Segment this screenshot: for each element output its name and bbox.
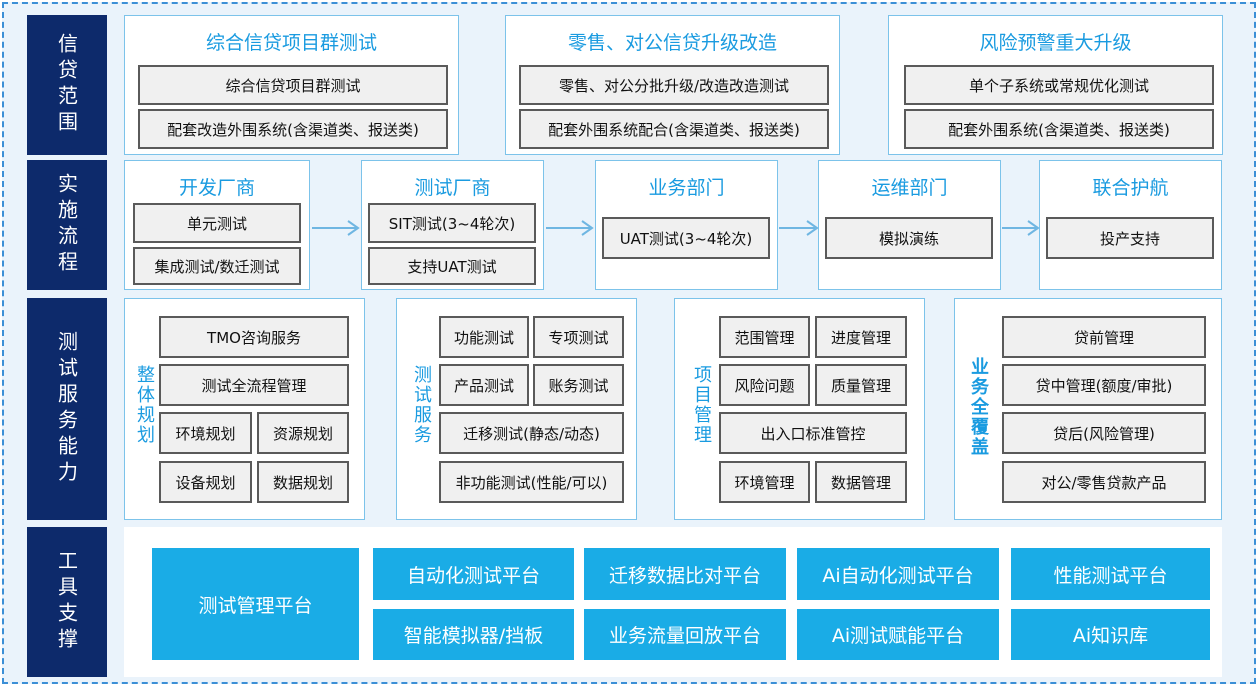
tool-ai-automation-platform: Ai自动化测试平台 — [797, 548, 999, 600]
capability-overall-item-5: 设备规划 — [159, 461, 252, 503]
capability-overall-item-6: 数据规划 — [257, 461, 349, 503]
capability-business-item-4: 对公/零售贷款产品 — [1002, 461, 1206, 503]
capability-project-item-1: 范围管理 — [719, 316, 810, 358]
capability-project-item-3: 风险问题 — [719, 364, 810, 406]
capability-business-title: 业务全覆盖 — [968, 357, 989, 457]
tool-ai-knowledge-base: Ai知识库 — [1011, 609, 1210, 660]
side-label-scope: 信贷范围 — [27, 15, 107, 155]
capability-service-item-4: 账务测试 — [533, 364, 624, 406]
tool-performance-platform: 性能测试平台 — [1011, 548, 1210, 600]
process-step-2-item-2: 支持UAT测试 — [368, 247, 536, 285]
scope-card-1: 综合信贷项目群测试 综合信贷项目群测试 配套改造外围系统(含渠道类、报送类) — [124, 15, 459, 155]
capability-project-item-5: 出入口标准管控 — [719, 412, 907, 454]
side-text-tools: 工具支撑 — [54, 550, 79, 654]
tool-migration-compare-platform: 迁移数据比对平台 — [584, 548, 786, 600]
process-step-3: 业务部门 UAT测试(3~4轮次) — [595, 160, 778, 290]
capability-business-item-2: 贷中管理(额度/审批) — [1002, 364, 1206, 406]
capability-overall-item-4: 资源规划 — [257, 412, 349, 454]
scope-card-1-item-2: 配套改造外围系统(含渠道类、报送类) — [138, 109, 448, 149]
process-step-4-title: 运维部门 — [871, 177, 948, 199]
capability-overall-item-1: TMO咨询服务 — [159, 316, 349, 358]
scope-card-3-item-1: 单个子系统或常规优化测试 — [904, 65, 1214, 105]
capability-service-item-1: 功能测试 — [439, 316, 529, 358]
scope-card-2-title: 零售、对公信贷升级改造 — [567, 32, 777, 54]
process-step-2-item-1: SIT测试(3~4轮次) — [368, 203, 536, 243]
tool-ai-enablement-platform: Ai测试赋能平台 — [797, 609, 999, 660]
capability-service-title: 测试服务 — [411, 365, 432, 445]
process-step-1: 开发厂商 单元测试 集成测试/数迁测试 — [124, 160, 310, 290]
process-step-4-item-1: 模拟演练 — [825, 217, 993, 259]
flow-arrow-2 — [546, 220, 594, 236]
capability-project-item-6: 环境管理 — [719, 461, 810, 503]
scope-card-3-title: 风险预警重大升级 — [979, 32, 1132, 54]
capability-service-item-3: 产品测试 — [439, 364, 529, 406]
process-step-1-item-1: 单元测试 — [133, 203, 301, 243]
side-text-capability: 测试服务能力 — [54, 331, 79, 487]
side-label-tools: 工具支撑 — [27, 527, 107, 677]
process-step-2-title: 测试厂商 — [414, 177, 491, 199]
capability-business-item-3: 贷后(风险管理) — [1002, 412, 1206, 454]
process-step-4: 运维部门 模拟演练 — [818, 160, 1001, 290]
capability-service: 测试服务 功能测试 专项测试 产品测试 账务测试 迁移测试(静态/动态) 非功能… — [396, 298, 637, 520]
capability-service-item-5: 迁移测试(静态/动态) — [439, 412, 624, 454]
capability-business-item-1: 贷前管理 — [1002, 316, 1206, 358]
tool-traffic-replay-platform: 业务流量回放平台 — [584, 609, 786, 660]
capability-project-item-4: 质量管理 — [815, 364, 907, 406]
scope-card-2-item-1: 零售、对公分批升级/改造改造测试 — [519, 65, 829, 105]
capability-overall-item-3: 环境规划 — [159, 412, 252, 454]
scope-card-1-title: 综合信贷项目群测试 — [205, 32, 377, 54]
side-label-capability: 测试服务能力 — [27, 298, 107, 520]
capability-service-item-6: 非功能测试(性能/可以) — [439, 461, 624, 503]
capability-overall-title: 整体规划 — [134, 365, 155, 445]
side-text-scope: 信贷范围 — [54, 33, 79, 137]
process-step-3-title: 业务部门 — [648, 177, 725, 199]
capability-overall-item-2: 测试全流程管理 — [159, 364, 349, 406]
process-step-5-title: 联合护航 — [1092, 177, 1169, 199]
process-step-1-title: 开发厂商 — [178, 177, 255, 199]
capability-project-item-7: 数据管理 — [815, 461, 907, 503]
tool-automation-platform: 自动化测试平台 — [373, 548, 574, 600]
capability-service-item-2: 专项测试 — [533, 316, 624, 358]
process-step-5: 联合护航 投产支持 — [1039, 160, 1222, 290]
capability-project-item-2: 进度管理 — [815, 316, 907, 358]
flow-arrow-4 — [1002, 220, 1040, 236]
tool-simulator-baffle: 智能模拟器/挡板 — [373, 609, 574, 660]
process-step-3-item-1: UAT测试(3~4轮次) — [602, 217, 770, 259]
process-step-1-item-2: 集成测试/数迁测试 — [133, 247, 301, 285]
process-step-2: 测试厂商 SIT测试(3~4轮次) 支持UAT测试 — [361, 160, 544, 290]
capability-project-title: 项目管理 — [691, 365, 712, 445]
side-label-process: 实施流程 — [27, 160, 107, 290]
scope-card-2: 零售、对公信贷升级改造 零售、对公分批升级/改造改造测试 配套外围系统配合(含渠… — [505, 15, 840, 155]
flow-arrow-1 — [312, 220, 360, 236]
capability-business: 业务全覆盖 贷前管理 贷中管理(额度/审批) 贷后(风险管理) 对公/零售贷款产… — [954, 298, 1222, 520]
side-text-process: 实施流程 — [54, 173, 79, 277]
scope-card-2-item-2: 配套外围系统配合(含渠道类、报送类) — [519, 109, 829, 149]
scope-card-3-item-2: 配套外围系统(含渠道类、报送类) — [904, 109, 1214, 149]
flow-arrow-3 — [779, 220, 819, 236]
process-step-5-item-1: 投产支持 — [1046, 217, 1214, 259]
tool-test-management-platform: 测试管理平台 — [152, 548, 359, 660]
capability-overall: 整体规划 TMO咨询服务 测试全流程管理 环境规划 资源规划 设备规划 数据规划 — [124, 298, 365, 520]
scope-card-3: 风险预警重大升级 单个子系统或常规优化测试 配套外围系统(含渠道类、报送类) — [888, 15, 1223, 155]
scope-card-1-item-1: 综合信贷项目群测试 — [138, 65, 448, 105]
capability-project: 项目管理 范围管理 进度管理 风险问题 质量管理 出入口标准管控 环境管理 数据… — [674, 298, 925, 520]
